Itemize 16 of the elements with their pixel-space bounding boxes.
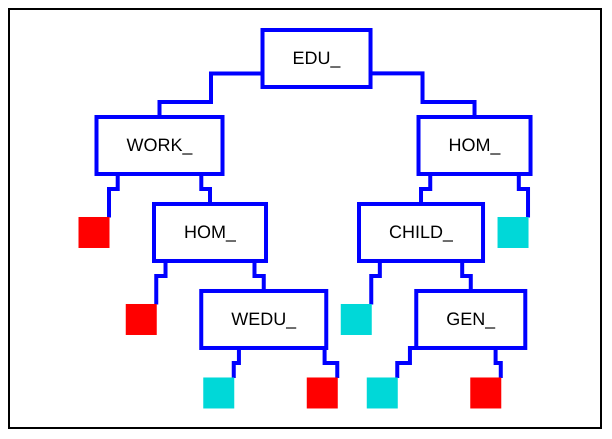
node-box bbox=[470, 376, 502, 408]
node-box bbox=[307, 376, 338, 408]
node-box bbox=[152, 202, 268, 262]
node-box bbox=[94, 114, 225, 176]
node-box bbox=[367, 376, 398, 408]
node-box bbox=[414, 288, 528, 350]
node-box bbox=[498, 216, 529, 248]
node-box bbox=[260, 28, 373, 88]
node-box bbox=[341, 304, 372, 334]
node-box bbox=[199, 288, 328, 350]
node-box bbox=[357, 202, 486, 262]
node-box bbox=[126, 304, 157, 334]
node-box bbox=[416, 114, 533, 176]
node-box bbox=[78, 216, 110, 248]
diagram-frame: EDU_ WORK_ HOM_ HOM_ CHILD_ WEDU_ GEN_ bbox=[8, 8, 602, 429]
node-box bbox=[204, 376, 234, 408]
